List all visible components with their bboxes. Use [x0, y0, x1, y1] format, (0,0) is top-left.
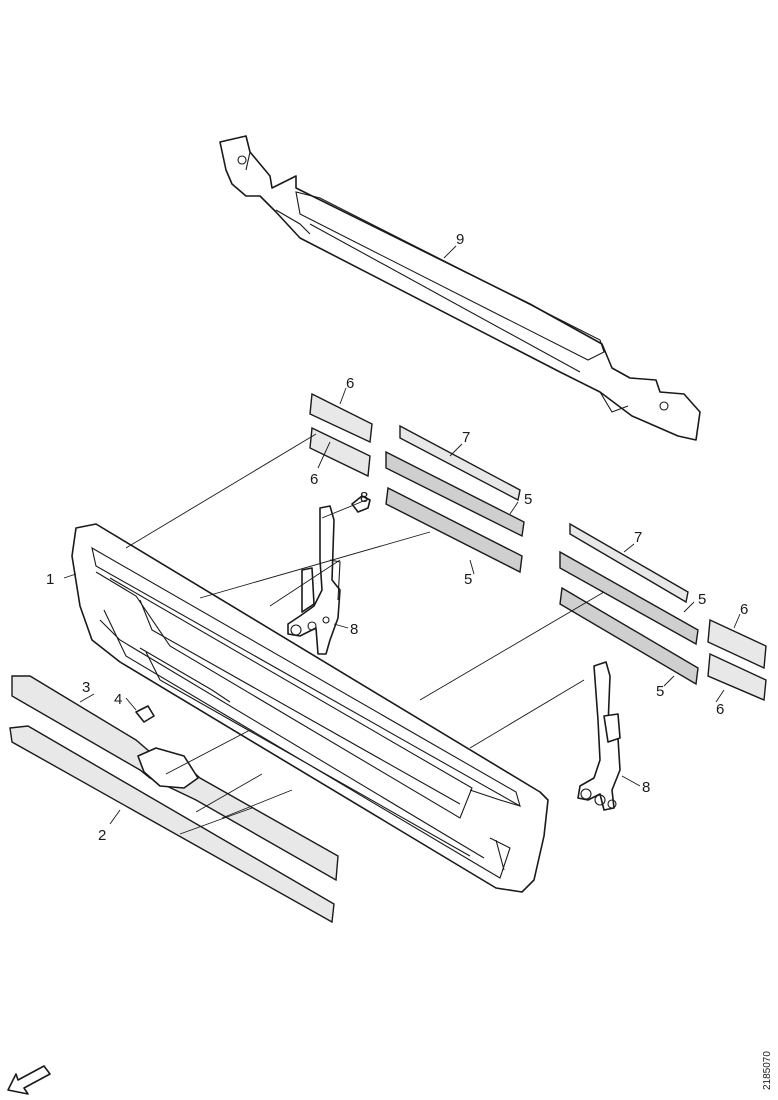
callout-4: 4 [114, 691, 122, 708]
callout-8: 8 [350, 621, 358, 638]
part-6-pad-right-upper [707, 618, 767, 670]
reference-code: 2185070 [762, 1051, 773, 1090]
callout-5: 5 [464, 571, 472, 588]
part-8-hinge-left [287, 505, 341, 655]
callout-5: 5 [698, 591, 706, 608]
callout-6: 6 [310, 471, 318, 488]
callout-8: 8 [360, 489, 368, 506]
arrow-down-left-icon [7, 1065, 51, 1095]
part-2-lower-trim-strip [9, 725, 335, 924]
part-6-pad-left-lower [309, 426, 371, 478]
callout-2: 2 [98, 827, 106, 844]
part-5-strip-right-upper [559, 550, 699, 646]
part-1-grille-frame [71, 523, 549, 893]
callout-5: 5 [524, 491, 532, 508]
part-3-upper-trim-strip [11, 675, 339, 882]
part-5-strip-right-lower [559, 586, 699, 686]
callout-9: 9 [456, 231, 464, 248]
callout-1: 1 [46, 571, 54, 588]
part-8-hinge-right [577, 661, 621, 811]
callouts: 9 6 6 7 5 5 7 5 5 6 6 8 8 8 1 3 4 2 [46, 231, 748, 844]
part-6-pad-left-upper [309, 392, 373, 444]
part-5-strip-centre-lower [385, 486, 523, 574]
callout-6: 6 [740, 601, 748, 618]
callout-3: 3 [82, 679, 90, 696]
callout-5: 5 [656, 683, 664, 700]
callout-7: 7 [634, 529, 642, 546]
part-6-pad-right-lower [707, 652, 767, 702]
part-7-strip-right [569, 522, 689, 604]
callout-6: 6 [346, 375, 354, 392]
part-5-strip-centre-upper [385, 450, 525, 538]
part-4-clip [135, 705, 155, 723]
callout-6: 6 [716, 701, 724, 718]
callout-7: 7 [462, 429, 470, 446]
callout-8: 8 [642, 779, 650, 796]
part-7-strip-centre [399, 424, 521, 502]
part-9-upper-cross-member [219, 135, 701, 441]
leader-lines [63, 245, 741, 835]
